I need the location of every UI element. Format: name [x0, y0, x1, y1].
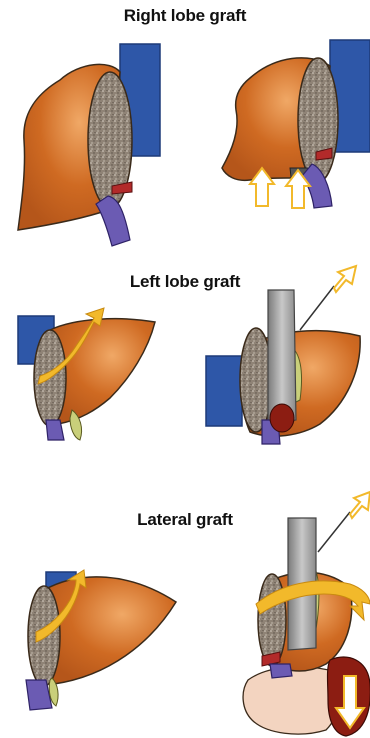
lateral-liver-lobe [41, 577, 176, 684]
dissecting-needle [300, 286, 334, 330]
stomach [243, 667, 340, 734]
right-lobe-graft-after [222, 40, 370, 208]
cut-surface [258, 574, 286, 666]
left-lobe-graft-after [206, 266, 360, 444]
vena-cava [206, 356, 242, 426]
left-lobe-graft-before [18, 308, 155, 440]
right-lobe-graft-before [18, 44, 160, 246]
spleen-stump [270, 404, 294, 432]
dissecting-needle [318, 512, 350, 552]
up-right-arrow [334, 266, 356, 292]
cut-surface [240, 328, 272, 432]
lateral-graft-after [243, 492, 370, 736]
portal-vein [270, 664, 292, 678]
lateral-graft-before [26, 570, 176, 710]
cut-surface [298, 58, 338, 182]
up-right-arrow [350, 492, 370, 518]
portal-vein [96, 196, 130, 246]
